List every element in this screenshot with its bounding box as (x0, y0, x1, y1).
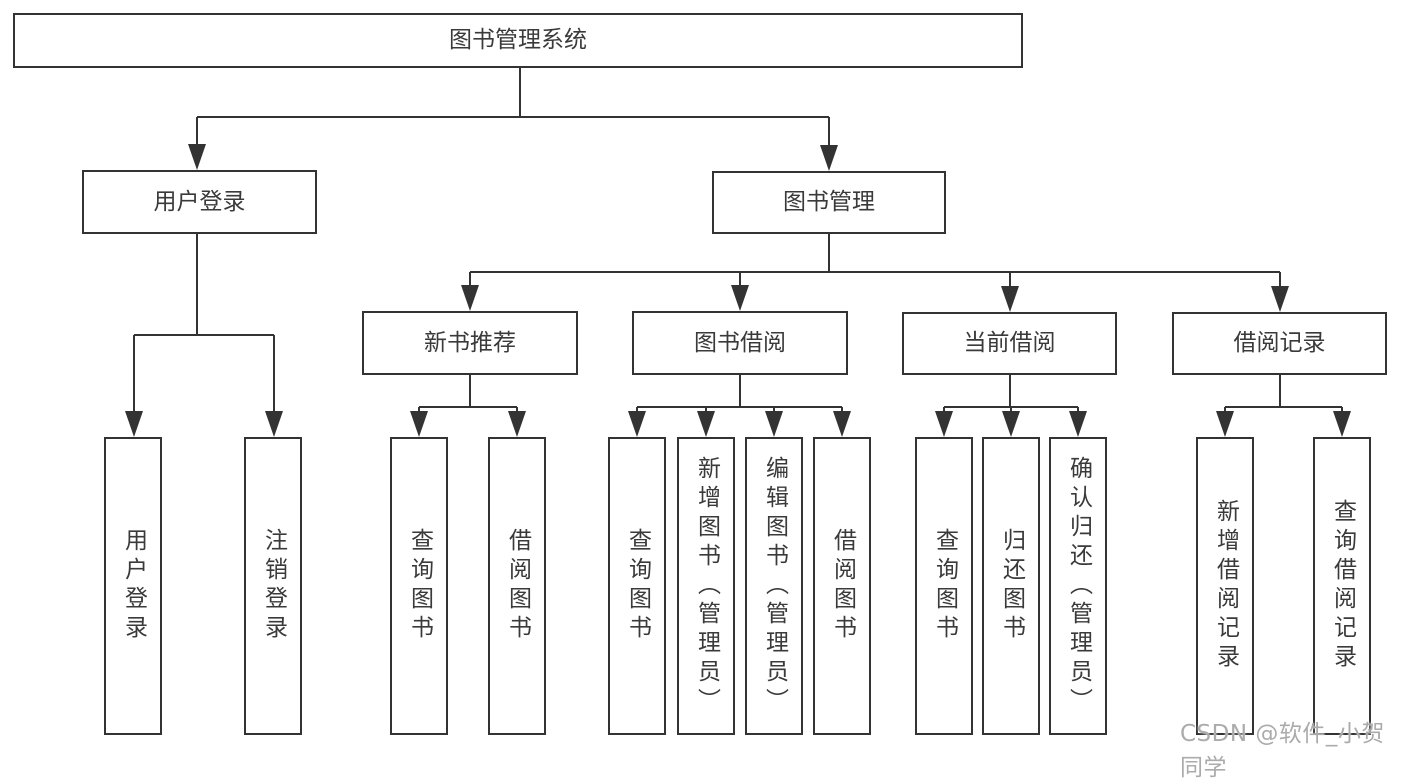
leaf-add-borrow-record: 新增借阅记录 (1196, 437, 1254, 735)
node-book-management: 图书管理 (712, 171, 946, 234)
leaf-borrow-query-books: 查询图书 (608, 437, 666, 735)
node-root-system: 图书管理系统 (13, 13, 1023, 68)
leaf-recommend-borrow-books-label: 借阅图书 (504, 528, 531, 644)
leaf-recommend-query-books-label: 查询图书 (406, 528, 433, 644)
node-book-borrow: 图书借阅 (632, 311, 848, 375)
leaf-confirm-return-admin-label: 确认归还（管理员） (1065, 455, 1092, 717)
leaf-borrow-books: 借阅图书 (813, 437, 871, 735)
leaf-recommend-query-books: 查询图书 (390, 437, 448, 735)
node-user-login-label: 用户登录 (153, 188, 246, 215)
node-new-book-recommend-label: 新书推荐 (424, 329, 516, 356)
node-book-borrow-label: 图书借阅 (694, 329, 786, 356)
node-borrow-record-label: 借阅记录 (1233, 330, 1326, 356)
leaf-edit-books-admin-label: 编辑图书（管理员） (761, 455, 788, 717)
node-borrow-record: 借阅记录 (1172, 312, 1387, 375)
leaf-add-books-admin: 新增图书（管理员） (677, 437, 735, 735)
node-current-borrow: 当前借阅 (902, 312, 1117, 375)
node-user-login: 用户登录 (82, 170, 317, 234)
org-chart-canvas: 图书管理系统 用户登录 图书管理 新书推荐 图书借阅 当前借阅 借阅记录 用户登… (13, 13, 1387, 781)
leaf-user-login: 用户登录 (104, 437, 162, 735)
leaf-user-login-label: 用户登录 (120, 528, 147, 644)
leaf-current-query-books-label: 查询图书 (931, 528, 958, 644)
leaf-return-books: 归还图书 (982, 437, 1040, 735)
node-current-borrow-label: 当前借阅 (963, 330, 1056, 356)
leaf-add-books-admin-label: 新增图书（管理员） (693, 455, 720, 717)
leaf-add-borrow-record-label: 新增借阅记录 (1212, 499, 1239, 673)
csdn-watermark: CSDN @软件_小贺同学 (1180, 721, 1385, 781)
leaf-confirm-return-admin: 确认归还（管理员） (1049, 437, 1107, 735)
leaf-borrow-books-label: 借阅图书 (829, 528, 856, 644)
leaf-edit-books-admin: 编辑图书（管理员） (745, 437, 803, 735)
node-new-book-recommend: 新书推荐 (362, 311, 578, 375)
node-book-management-label: 图书管理 (783, 189, 875, 215)
leaf-logout-label: 注销登录 (260, 528, 287, 644)
node-root-label: 图书管理系统 (449, 27, 587, 53)
leaf-query-borrow-record: 查询借阅记录 (1313, 437, 1371, 735)
leaf-return-books-label: 归还图书 (998, 528, 1025, 644)
leaf-current-query-books: 查询图书 (915, 437, 973, 735)
leaf-query-borrow-record-label: 查询借阅记录 (1329, 499, 1356, 673)
leaf-logout: 注销登录 (244, 437, 302, 735)
leaf-recommend-borrow-books: 借阅图书 (488, 437, 546, 735)
leaf-borrow-query-books-label: 查询图书 (624, 528, 651, 644)
